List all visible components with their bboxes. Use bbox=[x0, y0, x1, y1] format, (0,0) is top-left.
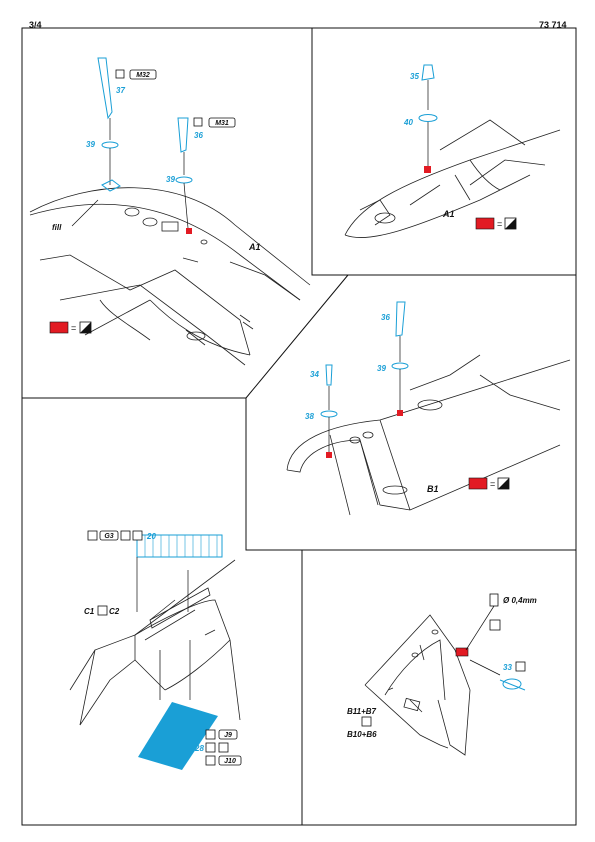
part-label: 20 bbox=[146, 532, 156, 541]
ref-label: M32 bbox=[136, 72, 150, 79]
red-paint-marker bbox=[455, 647, 469, 657]
red-paint-marker bbox=[424, 166, 431, 173]
label-c2: C2 bbox=[109, 607, 120, 616]
glue-icon bbox=[97, 605, 108, 616]
etch-icon bbox=[87, 530, 98, 541]
panel-c: 36 34 39 38 B1 = bbox=[286, 301, 571, 516]
assembly-label: B11+B7 bbox=[347, 707, 377, 716]
part-label: 39 bbox=[166, 175, 175, 184]
legend-equals: = bbox=[497, 219, 502, 229]
legend-equals: = bbox=[71, 323, 76, 333]
panel-a: 37 M32 39 36 M31 39 fill A1 = bbox=[29, 57, 311, 366]
check-icon bbox=[132, 530, 143, 541]
kit-code: 73 714 bbox=[539, 20, 567, 30]
etch-icon bbox=[205, 729, 216, 740]
part-label: 39 bbox=[86, 140, 95, 149]
fill-label: fill bbox=[52, 223, 62, 232]
part-label: 39 bbox=[377, 364, 386, 373]
part-label: 40 bbox=[403, 118, 413, 127]
grating-part bbox=[136, 534, 223, 558]
part-label: 38 bbox=[305, 412, 314, 421]
red-paint-marker bbox=[186, 228, 192, 234]
legend-equals: = bbox=[490, 479, 495, 489]
panel-d: G3 20 C1 C2 J9 28 J10 bbox=[69, 530, 242, 770]
part-label: 28 bbox=[194, 744, 204, 753]
part-label: 33 bbox=[503, 663, 512, 672]
red-swatch bbox=[468, 477, 488, 490]
wire-icon bbox=[489, 593, 499, 607]
part-label: 35 bbox=[410, 72, 419, 81]
label-c1: C1 bbox=[84, 607, 95, 616]
etch-icon bbox=[205, 755, 216, 766]
red-paint-marker bbox=[326, 452, 332, 458]
check-icon bbox=[218, 742, 229, 753]
assembly-label: B10+B6 bbox=[347, 730, 377, 739]
location-label: A1 bbox=[248, 242, 261, 252]
glue-icon bbox=[205, 742, 216, 753]
part-label: 36 bbox=[381, 313, 390, 322]
part-label: 37 bbox=[116, 86, 125, 95]
part-label: 36 bbox=[194, 131, 203, 140]
panel-e: Ø 0,4mm 33 B11+B7 B10+B6 bbox=[347, 593, 537, 756]
panel-borders bbox=[21, 27, 577, 826]
glue-icon bbox=[361, 716, 372, 727]
location-label: B1 bbox=[427, 484, 439, 494]
blue-panel-part bbox=[138, 702, 218, 770]
page-number: 3/4 bbox=[29, 20, 42, 30]
etch-icon bbox=[115, 69, 125, 79]
red-paint-marker bbox=[397, 410, 403, 416]
red-swatch bbox=[475, 217, 495, 230]
ref-label: J10 bbox=[224, 758, 236, 765]
glue-icon bbox=[515, 661, 526, 672]
ref-label: J9 bbox=[224, 732, 232, 739]
ref-label: G3 bbox=[104, 533, 113, 540]
part-label: 34 bbox=[310, 370, 319, 379]
wire-size-label: Ø 0,4mm bbox=[503, 596, 537, 605]
etch-icon bbox=[193, 117, 203, 127]
red-swatch bbox=[49, 321, 69, 334]
bend-icon bbox=[489, 619, 501, 631]
glue-icon bbox=[120, 530, 131, 541]
ref-label: M31 bbox=[215, 120, 229, 127]
panel-b: 35 40 A1 = bbox=[344, 64, 561, 238]
location-label: A1 bbox=[442, 209, 455, 219]
